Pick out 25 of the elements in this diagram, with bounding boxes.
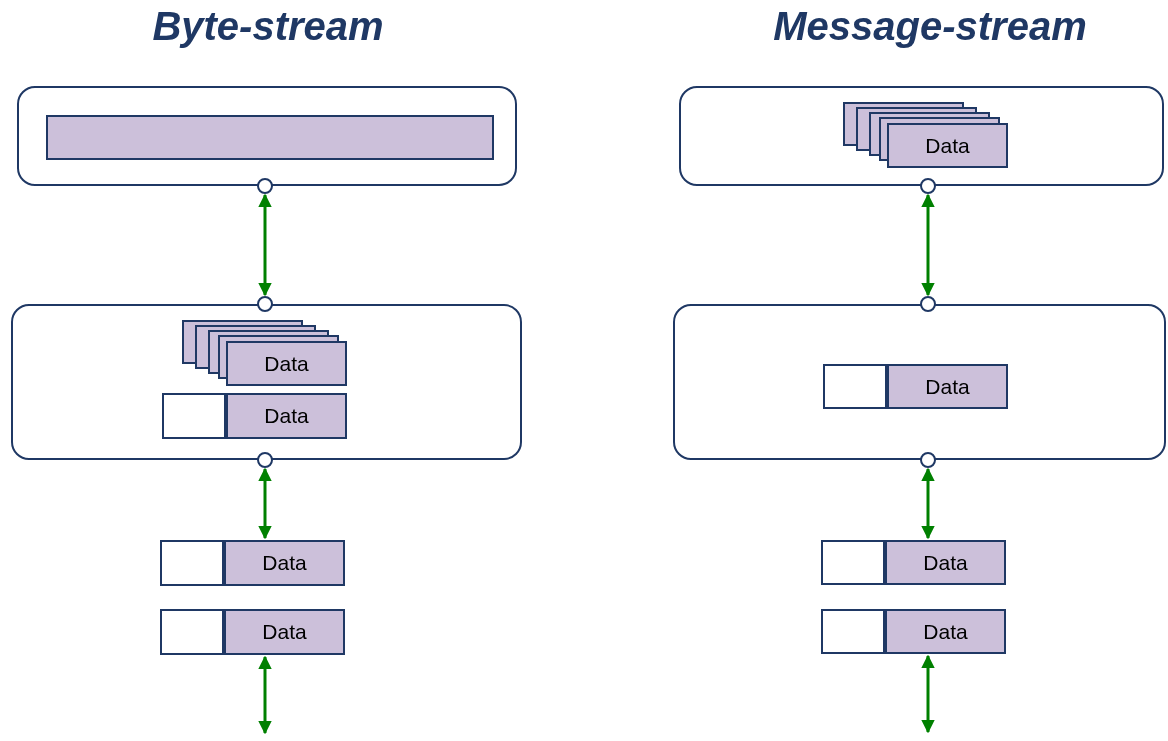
column-heading: Byte-stream xyxy=(152,4,384,49)
data-field: Data xyxy=(224,609,345,655)
double-arrow xyxy=(921,467,935,540)
layer-box xyxy=(679,86,1164,186)
header-field xyxy=(823,364,887,409)
header-field xyxy=(160,540,224,586)
layer-box xyxy=(17,86,517,186)
double-arrow xyxy=(921,654,935,734)
column-heading: Message-stream xyxy=(773,4,1087,49)
layer-box xyxy=(673,304,1166,460)
double-arrow xyxy=(258,193,272,297)
header-field xyxy=(162,393,226,439)
data-field: Data xyxy=(226,393,347,439)
double-arrow xyxy=(258,467,272,540)
layer-box xyxy=(11,304,522,460)
double-arrow xyxy=(258,655,272,735)
data-field: Data xyxy=(885,540,1006,585)
data-field: Data xyxy=(887,364,1008,409)
buffer-bar xyxy=(46,115,494,160)
header-field xyxy=(160,609,224,655)
data-field: Data xyxy=(224,540,345,586)
header-field xyxy=(821,540,885,585)
data-field: Data xyxy=(885,609,1006,654)
double-arrow xyxy=(921,193,935,297)
header-field xyxy=(821,609,885,654)
